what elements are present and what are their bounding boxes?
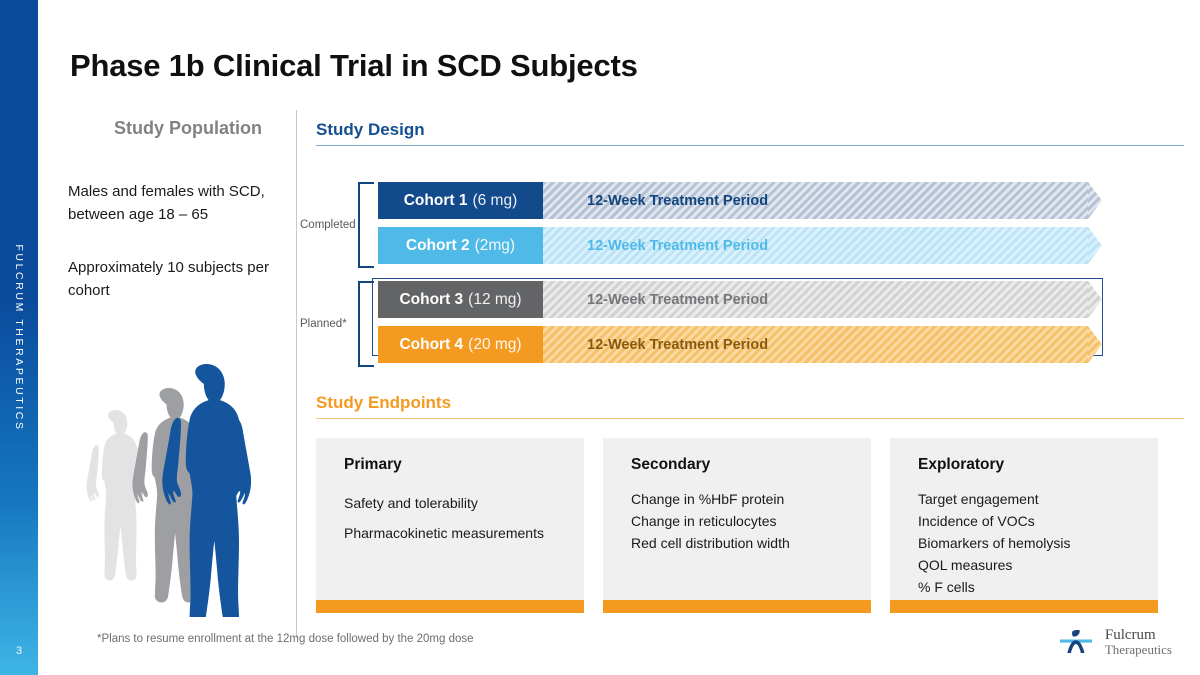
- three-people-silhouettes: [86, 364, 252, 626]
- logo-wordmark: Fulcrum Therapeutics: [1105, 627, 1172, 657]
- study-design-rule: [316, 145, 1184, 146]
- footnote: *Plans to resume enrollment at the 12mg …: [97, 633, 474, 645]
- treatment-period-bar: 12-Week Treatment Period: [543, 281, 1102, 318]
- endpoint-item: Change in %HbF protein: [631, 491, 785, 507]
- cohort-dose: (20 mg): [468, 335, 522, 353]
- page-number: 3: [15, 645, 23, 657]
- cohort-group-label: Completed: [300, 219, 356, 231]
- cohort-dose: (12 mg): [468, 290, 522, 308]
- logo-line-1: Fulcrum: [1104, 626, 1156, 643]
- treatment-period-label: 12-Week Treatment Period: [587, 237, 769, 254]
- page-title: Phase 1b Clinical Trial in SCD Subjects: [70, 48, 638, 83]
- study-endpoints-rule: [316, 418, 1184, 419]
- endpoint-item: QOL measures: [918, 557, 1013, 573]
- endpoint-card-title: Exploratory: [918, 456, 1005, 473]
- study-population-text-1: Males and females with SCD, between age …: [68, 183, 265, 223]
- study-design-section-header: Study Design: [316, 120, 1184, 146]
- brand-rail: FULCRUM THERAPEUTICS 3: [0, 0, 38, 675]
- endpoint-item: Biomarkers of hemolysis: [918, 535, 1071, 551]
- treatment-period-label: 12-Week Treatment Period: [587, 336, 769, 353]
- study-population-text-2: Approximately 10 subjects per cohort: [68, 259, 269, 299]
- endpoint-item: % F cells: [918, 579, 975, 595]
- bar-arrow-tip: [1088, 227, 1102, 264]
- study-design-heading: Study Design: [316, 120, 425, 139]
- cohort-dose: (6 mg): [472, 191, 518, 209]
- vertical-divider: [296, 110, 297, 638]
- cohort-label: Cohort 2(2mg): [378, 227, 543, 264]
- cohort-name: Cohort 3: [399, 290, 464, 308]
- bar-arrow-tip: [1088, 182, 1102, 219]
- cohort-name: Cohort 4: [399, 335, 464, 353]
- endpoint-item: Red cell distribution width: [631, 535, 790, 551]
- study-endpoints-heading: Study Endpoints: [316, 393, 452, 412]
- endpoint-item: Pharmacokinetic measurements: [344, 525, 544, 541]
- cohort-group-bracket: [358, 281, 374, 367]
- endpoint-item: Safety and tolerability: [344, 495, 478, 511]
- endpoint-item: Change in reticulocytes: [631, 513, 777, 529]
- treatment-period-label: 12-Week Treatment Period: [587, 291, 769, 308]
- study-endpoints-section-header: Study Endpoints: [316, 393, 1184, 419]
- cohort-name: Cohort 1: [403, 191, 468, 209]
- company-logo: Fulcrum Therapeutics: [1056, 627, 1172, 657]
- logo-line-2: Therapeutics: [1104, 641, 1172, 657]
- endpoint-card-title: Secondary: [631, 456, 711, 473]
- cohort-label: Cohort 4(20 mg): [378, 326, 543, 363]
- cohort-group-label: Planned*: [300, 318, 347, 330]
- brand-name: FULCRUM THERAPEUTICS: [13, 243, 25, 432]
- cohort-label: Cohort 3(12 mg): [378, 281, 543, 318]
- endpoint-card-accent-bar: [890, 600, 1158, 613]
- cohort-group-bracket: [358, 182, 374, 268]
- treatment-period-bar: 12-Week Treatment Period: [543, 182, 1102, 219]
- cohort-name: Cohort 2: [405, 236, 470, 254]
- treatment-period-label: 12-Week Treatment Period: [587, 192, 769, 209]
- treatment-period-bar: 12-Week Treatment Period: [543, 227, 1102, 264]
- cohort-label: Cohort 1(6 mg): [378, 182, 543, 219]
- endpoint-card-accent-bar: [316, 600, 584, 613]
- endpoint-card-accent-bar: [603, 600, 871, 613]
- human-figures-illustration: [85, 362, 290, 626]
- endpoint-item: Target engagement: [918, 491, 1039, 507]
- fulcrum-logo-icon: [1059, 629, 1092, 653]
- endpoint-card-title: Primary: [344, 456, 402, 473]
- study-population-heading: Study Population: [114, 118, 262, 138]
- cohort-dose: (2mg): [474, 236, 516, 254]
- treatment-period-bar: 12-Week Treatment Period: [543, 326, 1102, 363]
- endpoint-item: Incidence of VOCs: [918, 513, 1035, 529]
